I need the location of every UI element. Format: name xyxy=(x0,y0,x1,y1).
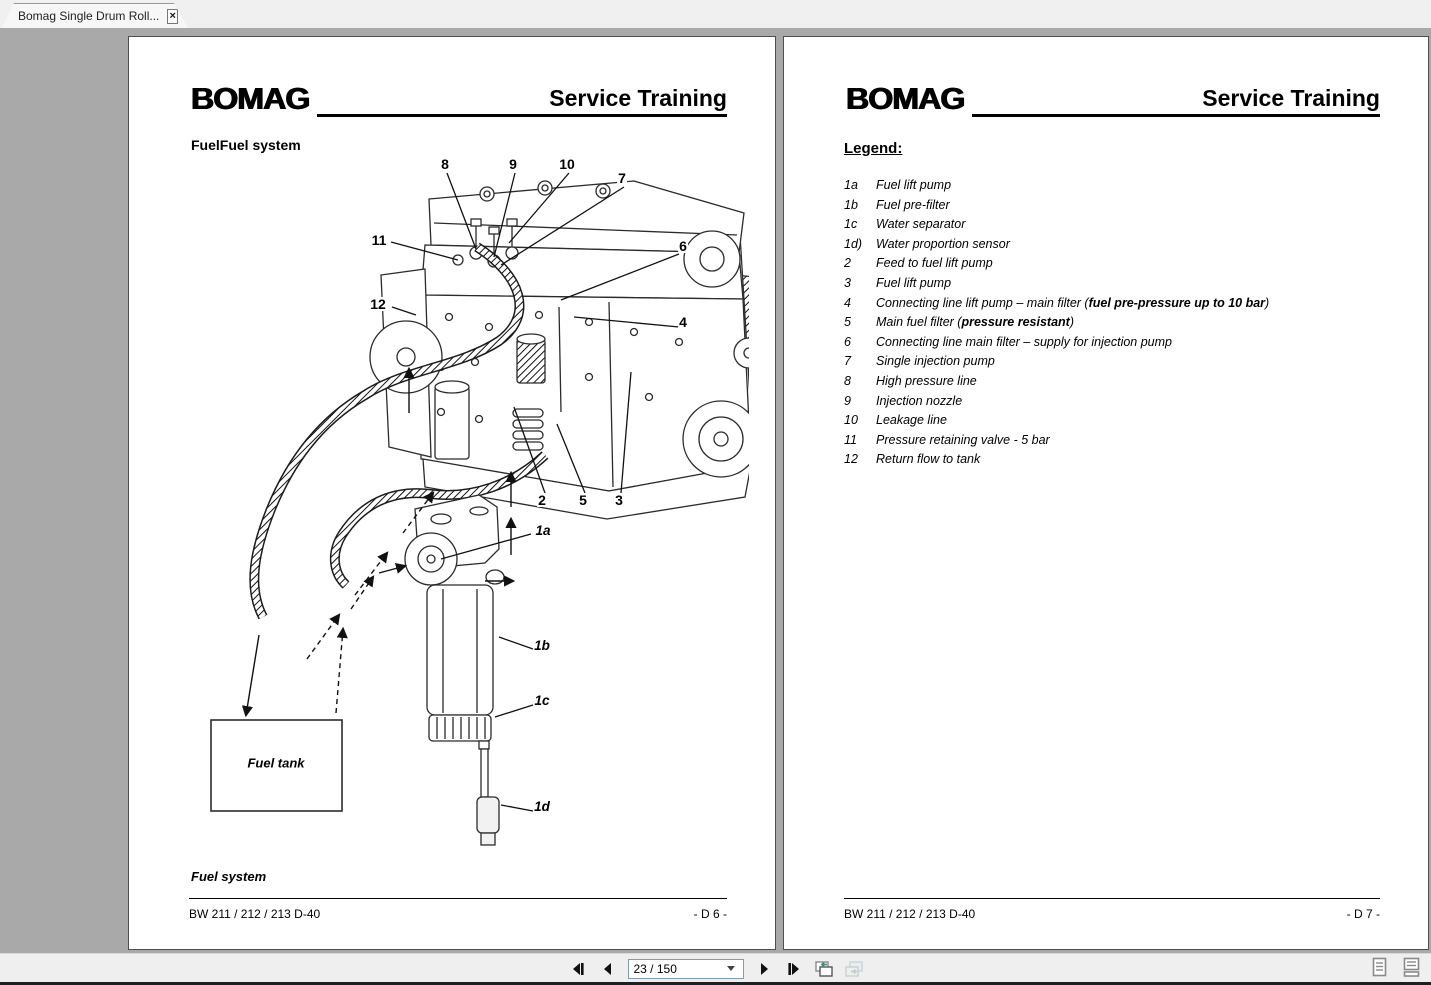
legend-row: 6 Connecting line main filter – supply fo… xyxy=(844,335,1404,355)
legend-item-text: Water proportion sensor xyxy=(876,236,1010,251)
header-rule xyxy=(972,114,1380,117)
legend-item-text: Return flow to tank xyxy=(876,452,981,467)
legend-item-text: Connecting line lift pump – main filter … xyxy=(876,295,1270,310)
page-header-title: Service Training xyxy=(1202,85,1380,111)
callout-5: 5 xyxy=(578,492,588,508)
legend-item-number: 10 xyxy=(844,413,858,428)
legend-item-text: Feed to fuel lift pump xyxy=(876,256,993,271)
single-page-view-button[interactable] xyxy=(1369,957,1389,977)
legend-row: 5 Main fuel filter (pressure resistant) xyxy=(844,315,1404,335)
footer-page-number: - D 6 - xyxy=(693,907,727,921)
window-bottom-edge xyxy=(0,982,1431,985)
previous-page-button[interactable] xyxy=(598,959,618,979)
legend-item-text: Single injection pump xyxy=(876,354,995,369)
legend-item-number: 1c xyxy=(844,217,858,232)
legend-item-text: Connecting line main filter – supply for… xyxy=(876,334,1172,349)
bomag-logo: BOMAG xyxy=(191,81,310,116)
legend-item-number: 7 xyxy=(844,354,851,369)
fuel-system-diagram: 8 9 10 7 11 6 12 4 2 5 3 1a 1b 1c 1d Fue… xyxy=(179,157,749,867)
footer-rule xyxy=(844,898,1380,899)
legend-row: 1b Fuel pre-filter xyxy=(844,198,1404,218)
callout-11: 11 xyxy=(370,232,388,248)
callout-10: 10 xyxy=(558,156,576,172)
fuel-tank-label: Fuel tank xyxy=(247,755,305,771)
callout-1b: 1b xyxy=(533,638,551,653)
legend-row: 4 Connecting line lift pump – main filter… xyxy=(844,296,1404,316)
legend-item-text: Fuel lift pump xyxy=(876,178,952,192)
legend-item-text: Pressure retaining valve - 5 bar xyxy=(876,432,1050,447)
legend-row: 8 High pressure line xyxy=(844,374,1404,394)
next-page-button[interactable] xyxy=(754,959,774,979)
footer-model: BW 211 / 212 / 213 D-40 xyxy=(844,907,976,921)
callout-2: 2 xyxy=(537,492,547,508)
callout-6: 6 xyxy=(678,238,688,254)
legend-item-text: Water separator xyxy=(876,217,966,232)
callout-1c: 1c xyxy=(533,693,551,708)
footer-page-number: - D 7 - xyxy=(1346,907,1380,921)
section-title: FuelFuel system xyxy=(191,137,301,153)
legend-item-number: 1a xyxy=(844,178,858,192)
legend-item-text: Leakage line xyxy=(876,413,947,428)
legend-row: 3 Fuel lift pump xyxy=(844,276,1404,296)
legend-item-number: 4 xyxy=(844,295,851,310)
legend-item-number: 3 xyxy=(844,275,851,290)
legend-item-text: Injection nozzle xyxy=(876,393,963,408)
legend-row: 7 Single injection pump xyxy=(844,354,1404,374)
engine-drawing xyxy=(210,172,749,846)
legend-item-number: 1d) xyxy=(844,236,863,251)
callout-12: 12 xyxy=(369,296,387,312)
legend-item-text: Main fuel filter (pressure resistant) xyxy=(876,315,1075,330)
legend-item-number: 5 xyxy=(844,315,851,330)
legend-row: 1a Fuel lift pump xyxy=(844,178,1404,198)
legend-item-number: 12 xyxy=(844,452,858,467)
legend-title: Legend: xyxy=(844,140,903,157)
callout-3: 3 xyxy=(614,492,624,508)
legend-item-number: 1b xyxy=(844,197,858,212)
legend-row: 10 Leakage line xyxy=(844,413,1404,433)
callout-1a: 1a xyxy=(534,523,552,538)
legend-row: 1c Water separator xyxy=(844,217,1404,237)
callout-9: 9 xyxy=(508,156,518,172)
page-header-title: Service Training xyxy=(549,85,727,111)
callout-1d: 1d xyxy=(533,799,551,814)
legend-row: 1d) Water proportion sensor xyxy=(844,237,1404,257)
document-page-left: BOMAG Service Training FuelFuel system xyxy=(128,36,776,950)
legend-row: 9 Injection nozzle xyxy=(844,394,1404,414)
footer-model: BW 211 / 212 / 213 D-40 xyxy=(189,907,321,921)
first-page-button[interactable] xyxy=(568,959,588,979)
chevron-down-icon[interactable] xyxy=(723,960,739,978)
last-page-button[interactable] xyxy=(784,959,804,979)
callout-7: 7 xyxy=(617,170,627,186)
legend-item-text: High pressure line xyxy=(876,373,977,388)
legend-row: 12 Return flow to tank xyxy=(844,452,1404,472)
legend-item-number: 11 xyxy=(844,432,857,447)
callout-8: 8 xyxy=(440,156,450,172)
tab-close-icon[interactable]: × xyxy=(167,8,178,24)
legend-row: 11 Pressure retaining valve - 5 bar xyxy=(844,433,1404,453)
tab-title: Bomag Single Drum Roll... xyxy=(18,9,160,23)
page-number-input[interactable] xyxy=(628,959,723,978)
callout-4: 4 xyxy=(678,314,688,330)
legend-item-number: 8 xyxy=(844,373,851,388)
legend-row: 2 Feed to fuel lift pump xyxy=(844,256,1404,276)
facing-page-view-button[interactable] xyxy=(1401,957,1421,977)
tab-bar: Bomag Single Drum Roll... × xyxy=(0,0,1431,28)
previous-view-button[interactable] xyxy=(814,959,834,979)
footer-rule xyxy=(189,898,727,899)
navigation-toolbar xyxy=(0,953,1431,982)
header-rule xyxy=(317,114,727,117)
legend-item-text: Fuel pre-filter xyxy=(876,197,950,212)
bomag-logo: BOMAG xyxy=(846,81,965,116)
next-view-button[interactable] xyxy=(844,959,864,979)
legend-item-text: Fuel lift pump xyxy=(876,275,952,290)
document-tab[interactable]: Bomag Single Drum Roll... × xyxy=(2,3,188,28)
figure-caption: Fuel system xyxy=(191,869,267,884)
legend-item-number: 9 xyxy=(844,393,851,408)
legend-item-number: 2 xyxy=(844,256,851,271)
page-number-combobox[interactable] xyxy=(627,958,744,979)
legend-item-number: 6 xyxy=(844,334,851,349)
